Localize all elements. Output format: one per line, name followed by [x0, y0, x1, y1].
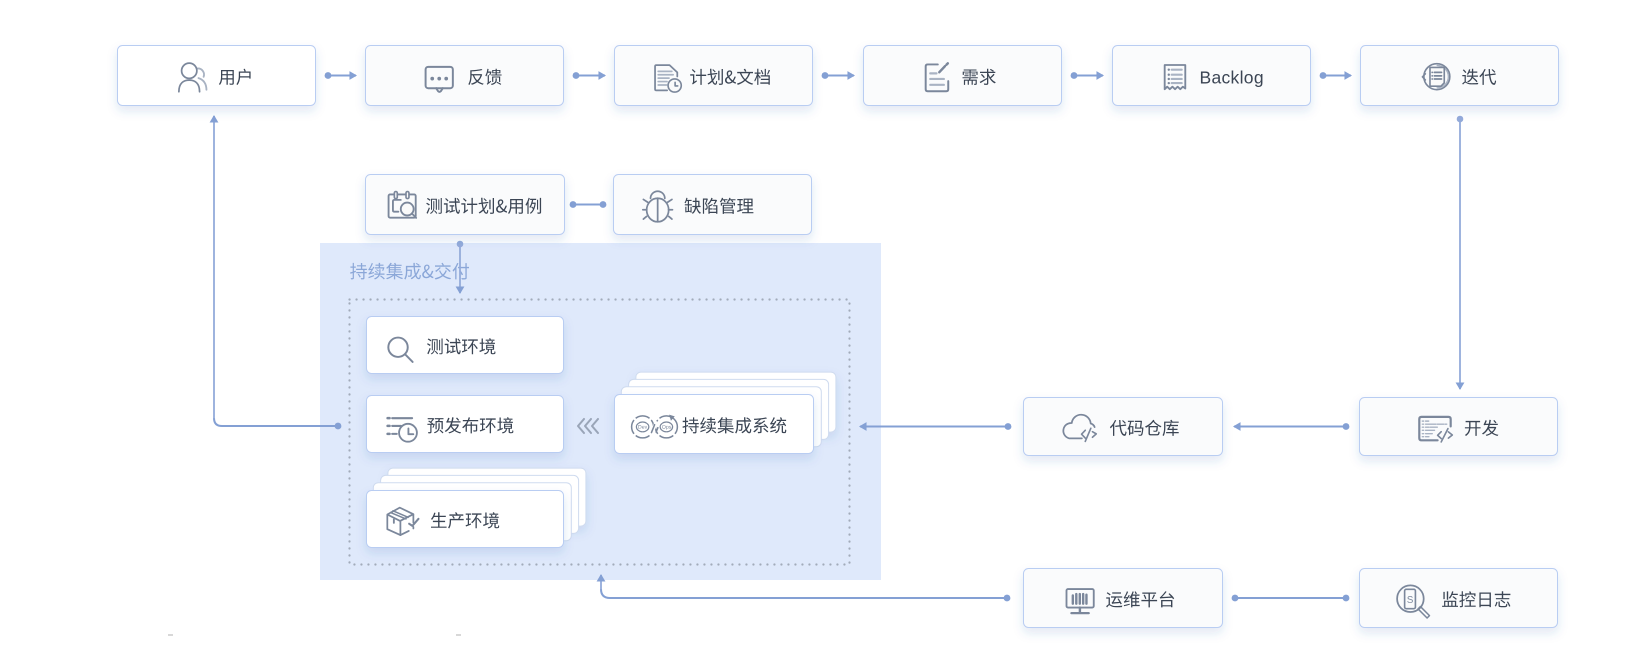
svg-text:Backlog: Backlog [1200, 67, 1264, 87]
